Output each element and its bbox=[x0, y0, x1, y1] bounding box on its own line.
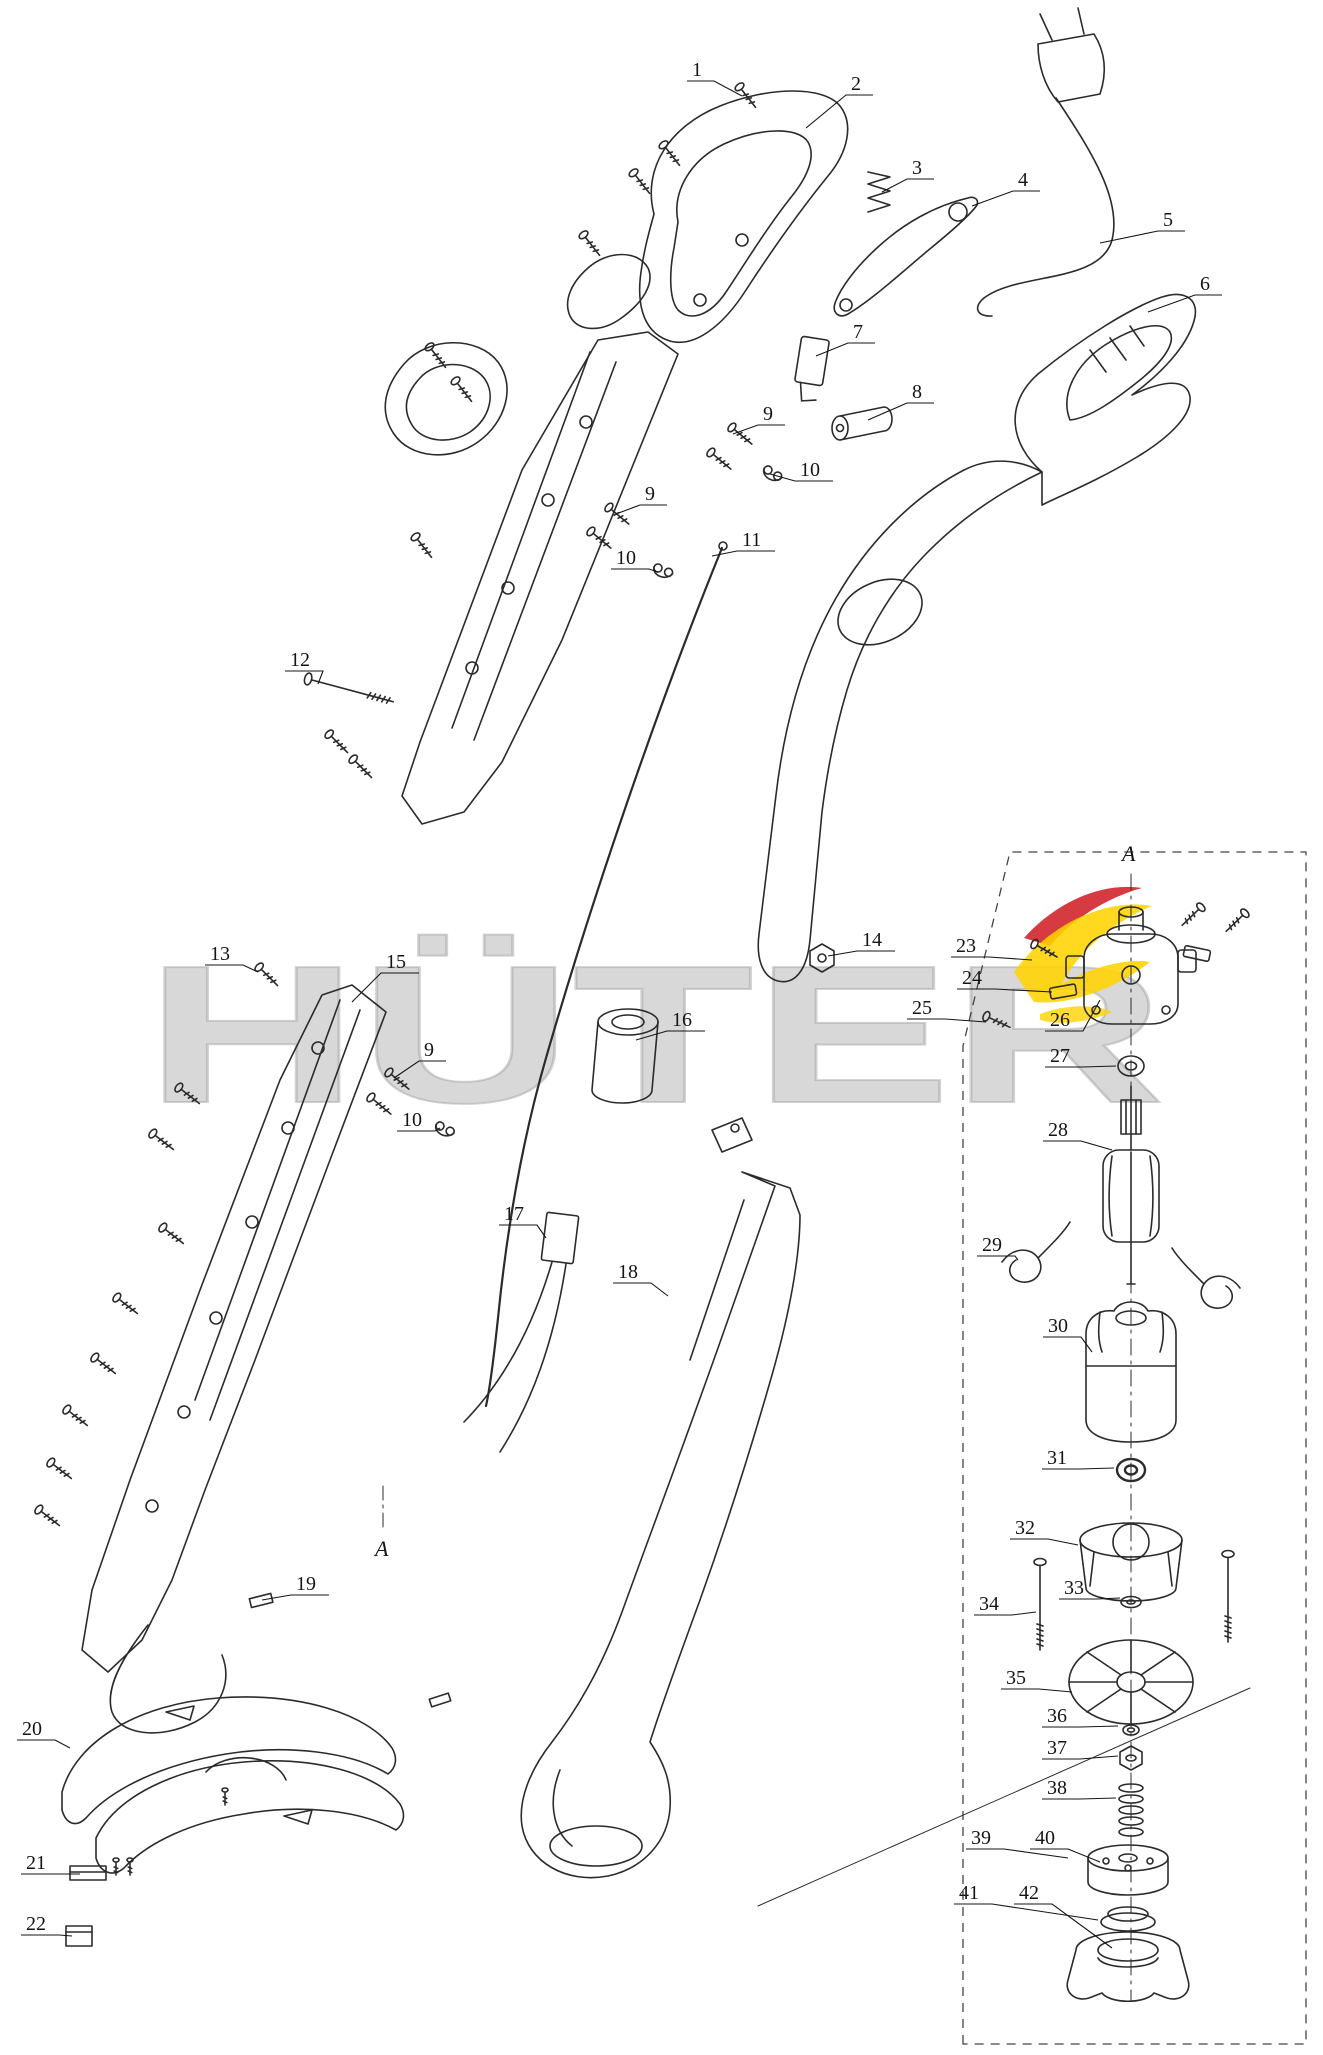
part-small-nut bbox=[1122, 1724, 1140, 1736]
leader-line bbox=[615, 504, 667, 515]
leader-line bbox=[907, 1018, 987, 1023]
part-hex-nut bbox=[1119, 1745, 1143, 1771]
leader-line bbox=[957, 988, 1053, 993]
part-lower-boom bbox=[520, 1117, 801, 1879]
leader-line bbox=[954, 1903, 1099, 1921]
part-upper-bearing bbox=[1117, 1055, 1145, 1077]
leader-line bbox=[1147, 294, 1222, 313]
part-lower-bearing bbox=[1115, 1457, 1147, 1483]
part-wire-clips bbox=[1001, 1221, 1241, 1309]
leader-line bbox=[867, 402, 934, 421]
part-small-block-2 bbox=[428, 1692, 452, 1708]
leader-line bbox=[261, 1594, 329, 1601]
long-pointer-line bbox=[757, 1687, 1251, 1907]
leader-line bbox=[285, 670, 324, 685]
part-lower-housing bbox=[81, 984, 387, 1734]
leader-line bbox=[1043, 1336, 1093, 1353]
leader-line bbox=[1045, 1065, 1117, 1068]
part-wired-block bbox=[463, 1211, 580, 1453]
leader-line bbox=[1059, 1597, 1121, 1600]
part-flexible-rod bbox=[484, 541, 728, 1408]
leader-line bbox=[1042, 1467, 1115, 1470]
leader-line bbox=[611, 568, 659, 573]
part-collar bbox=[591, 1008, 659, 1104]
part-motor-housing-cup bbox=[1079, 1522, 1183, 1602]
leader-line bbox=[951, 956, 1033, 961]
leader-line bbox=[805, 94, 873, 129]
part-fan bbox=[1068, 1639, 1194, 1725]
part-bracket bbox=[69, 1865, 107, 1881]
part-rear-handle-housing bbox=[757, 293, 1197, 983]
logo-yellow-swoosh bbox=[1014, 904, 1152, 1003]
leader-line bbox=[1042, 1755, 1119, 1760]
leader-line bbox=[966, 1848, 1069, 1859]
leader-line bbox=[635, 1030, 705, 1041]
leader-line bbox=[1030, 1848, 1101, 1863]
leader-line bbox=[1014, 1903, 1113, 1949]
logo-red-swoosh bbox=[1024, 886, 1142, 946]
part-washer bbox=[1120, 1595, 1142, 1609]
leader-line bbox=[1042, 1797, 1117, 1800]
leader-line bbox=[974, 1611, 1037, 1616]
leader-line bbox=[971, 190, 1040, 207]
leader-line bbox=[1043, 1140, 1113, 1151]
leader-line bbox=[732, 424, 785, 435]
leader-line bbox=[1045, 999, 1101, 1032]
leader-line bbox=[351, 972, 419, 1003]
leader-line bbox=[1042, 1725, 1119, 1728]
leader-line bbox=[769, 473, 833, 482]
leader-line bbox=[397, 1127, 441, 1132]
detail-frame bbox=[962, 851, 1307, 2045]
part-brush-holders bbox=[1048, 944, 1212, 1000]
leader-line bbox=[815, 342, 875, 357]
leader-line bbox=[1001, 1688, 1073, 1693]
part-switch bbox=[794, 335, 830, 402]
leader-lines-layer bbox=[17, 80, 1222, 1949]
leader-line bbox=[711, 550, 775, 557]
leader-line bbox=[613, 1282, 669, 1297]
leader-line bbox=[687, 80, 743, 97]
upper-handle-housing bbox=[384, 90, 849, 825]
part-trigger-lever bbox=[833, 196, 979, 317]
leader-line bbox=[1010, 1538, 1079, 1546]
part-guard-shield bbox=[61, 1696, 405, 1874]
leader-line bbox=[205, 964, 259, 973]
leader-line bbox=[21, 1934, 73, 1937]
part-spring bbox=[867, 171, 891, 213]
leader-line bbox=[827, 950, 895, 957]
leader-line bbox=[393, 1060, 446, 1079]
leader-line bbox=[17, 1739, 71, 1749]
part-spool bbox=[1087, 1844, 1169, 1896]
part-motor-end-bracket bbox=[1065, 906, 1197, 1025]
leader-line bbox=[1099, 230, 1185, 244]
part-shaft-nut bbox=[809, 943, 835, 973]
part-capacitor bbox=[831, 406, 893, 441]
part-small-block bbox=[248, 1592, 274, 1609]
part-stator bbox=[1085, 1301, 1177, 1443]
leader-line bbox=[881, 178, 934, 193]
part-rotor-armature bbox=[1102, 1085, 1160, 1285]
leader-line bbox=[499, 1224, 547, 1239]
leader-line bbox=[977, 1255, 1019, 1261]
part-power-cord-plug bbox=[976, 7, 1115, 317]
part-spool-housing bbox=[1066, 1906, 1190, 2003]
part-coil-spring bbox=[1118, 1783, 1144, 1837]
